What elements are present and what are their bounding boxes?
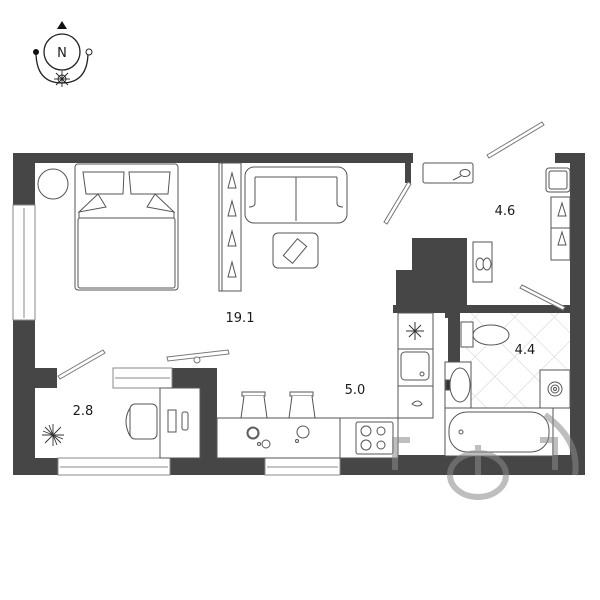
window-bottom-left[interactable] [57, 457, 171, 476]
bar-stools [240, 391, 316, 419]
window-left[interactable] [12, 204, 36, 321]
washbasin [444, 361, 472, 409]
compass: N [33, 21, 93, 87]
area-bathroom: 4.4 [515, 343, 536, 358]
balcony-door[interactable] [57, 349, 106, 380]
mirror-shelf [422, 162, 474, 184]
shoe-cabinet [472, 241, 493, 283]
area-living-room: 19.1 [226, 311, 255, 326]
north-label: N [57, 46, 67, 61]
sofa [244, 166, 348, 224]
bathtub [444, 407, 554, 457]
doors [57, 121, 566, 380]
area-hallway: 4.6 [495, 204, 516, 219]
desk [159, 387, 201, 459]
hallway-wardrobe [550, 196, 571, 261]
office-chair [125, 403, 158, 440]
counter-side [397, 385, 434, 419]
window-bottom-kitchen[interactable] [264, 457, 341, 476]
entrance-door[interactable] [486, 121, 545, 159]
round-nightstand [37, 168, 69, 200]
double-bed [74, 163, 179, 291]
walls [13, 153, 585, 475]
kitchen-sink [397, 348, 434, 387]
stovetop [355, 421, 394, 455]
washing-machine [545, 167, 571, 193]
water-heater [539, 369, 571, 409]
area-kitchen: 5.0 [345, 383, 366, 398]
north-arrow-icon [57, 21, 67, 29]
door-living-hallway[interactable] [383, 163, 412, 225]
coffee-table [272, 232, 319, 269]
area-balcony-office: 2.8 [73, 404, 94, 419]
sun-icon [54, 71, 70, 87]
watermark [392, 412, 579, 500]
balcony-window[interactable] [112, 367, 173, 389]
plant-icon [42, 424, 64, 446]
wardrobe-with-hangers [218, 162, 242, 292]
toilet [460, 321, 510, 348]
balcony-french-door[interactable] [166, 349, 230, 364]
bathroom-door[interactable] [519, 284, 566, 311]
refrigerator [397, 312, 434, 350]
